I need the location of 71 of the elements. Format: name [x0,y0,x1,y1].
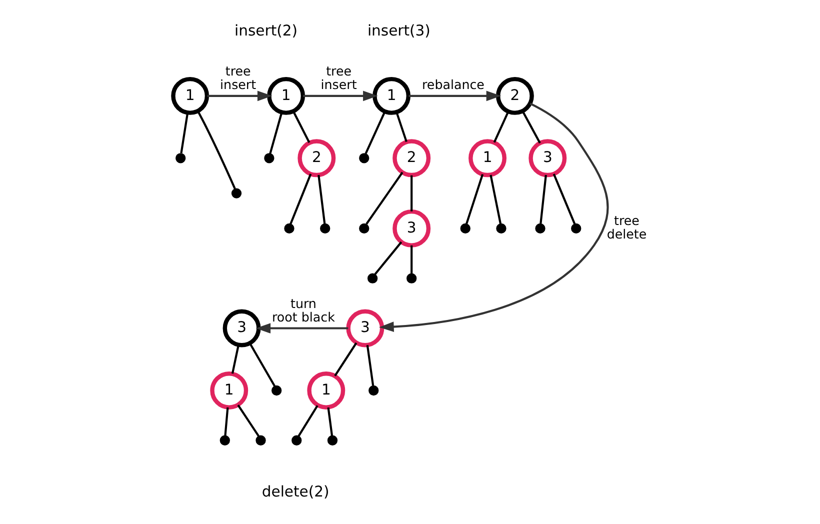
node-circle [292,435,302,446]
node-circle [368,385,379,396]
connector [364,111,386,154]
label: insert(3) [367,22,430,40]
node-circle: 1 [372,76,411,115]
connector [552,174,576,224]
edge-label: tree insert [220,63,256,92]
connector [224,407,229,436]
node-circle [176,153,186,164]
node-circle: 1 [171,76,210,115]
arrow [256,323,348,334]
connector [231,344,240,374]
connector [248,342,276,387]
node-circle [571,223,582,234]
node-circle: 3 [528,139,567,178]
connector [465,174,484,224]
connector [290,174,312,224]
connector [540,174,547,224]
node-circle: 1 [210,372,248,410]
connector [269,112,283,154]
connector [327,407,334,436]
node-circle [359,223,370,234]
edge-label: tree delete [606,212,647,242]
node-circle [327,435,338,446]
node-circle [367,273,378,284]
edge-label: tree insert [320,63,357,92]
node-circle [272,385,282,396]
node-circle: 1 [267,76,306,115]
node-circle [256,435,266,446]
node-circle: 1 [307,372,346,410]
connector [237,404,260,437]
node-circle: 3 [346,309,384,348]
connector [318,174,326,224]
connector [374,241,402,275]
node-circle [496,223,506,234]
node-circle [535,223,546,234]
node-circle [359,153,370,164]
connector [410,175,413,212]
node-circle [264,153,274,164]
label: insert(2) [234,22,298,40]
node-circle: 3 [392,209,431,248]
connector [366,172,404,225]
node-circle: 1 [468,139,506,178]
label: delete(2) [262,483,330,500]
node-circle [320,223,330,234]
connector [522,110,541,144]
connector [366,344,374,386]
edge-label: turn root black [272,296,335,325]
node-circle [406,273,417,284]
node-circle [460,223,470,234]
node-circle [220,435,230,446]
node-circle [284,223,294,234]
arrow [408,90,502,102]
connector [396,112,408,142]
node-circle: 2 [496,76,534,115]
connector [292,110,310,144]
node-circle: 3 [222,309,261,348]
node-circle: 2 [298,139,336,178]
connector [196,110,236,190]
arrow [207,90,272,102]
edge-label: rebalance [422,77,484,92]
connector [334,342,358,376]
connector [180,112,189,154]
arrow [303,90,378,102]
connector [410,245,413,274]
node-circle: 2 [392,139,431,178]
connector [490,174,502,224]
node-circle [231,188,242,198]
connector [493,111,510,143]
connector [298,405,318,437]
arrow [379,102,609,332]
